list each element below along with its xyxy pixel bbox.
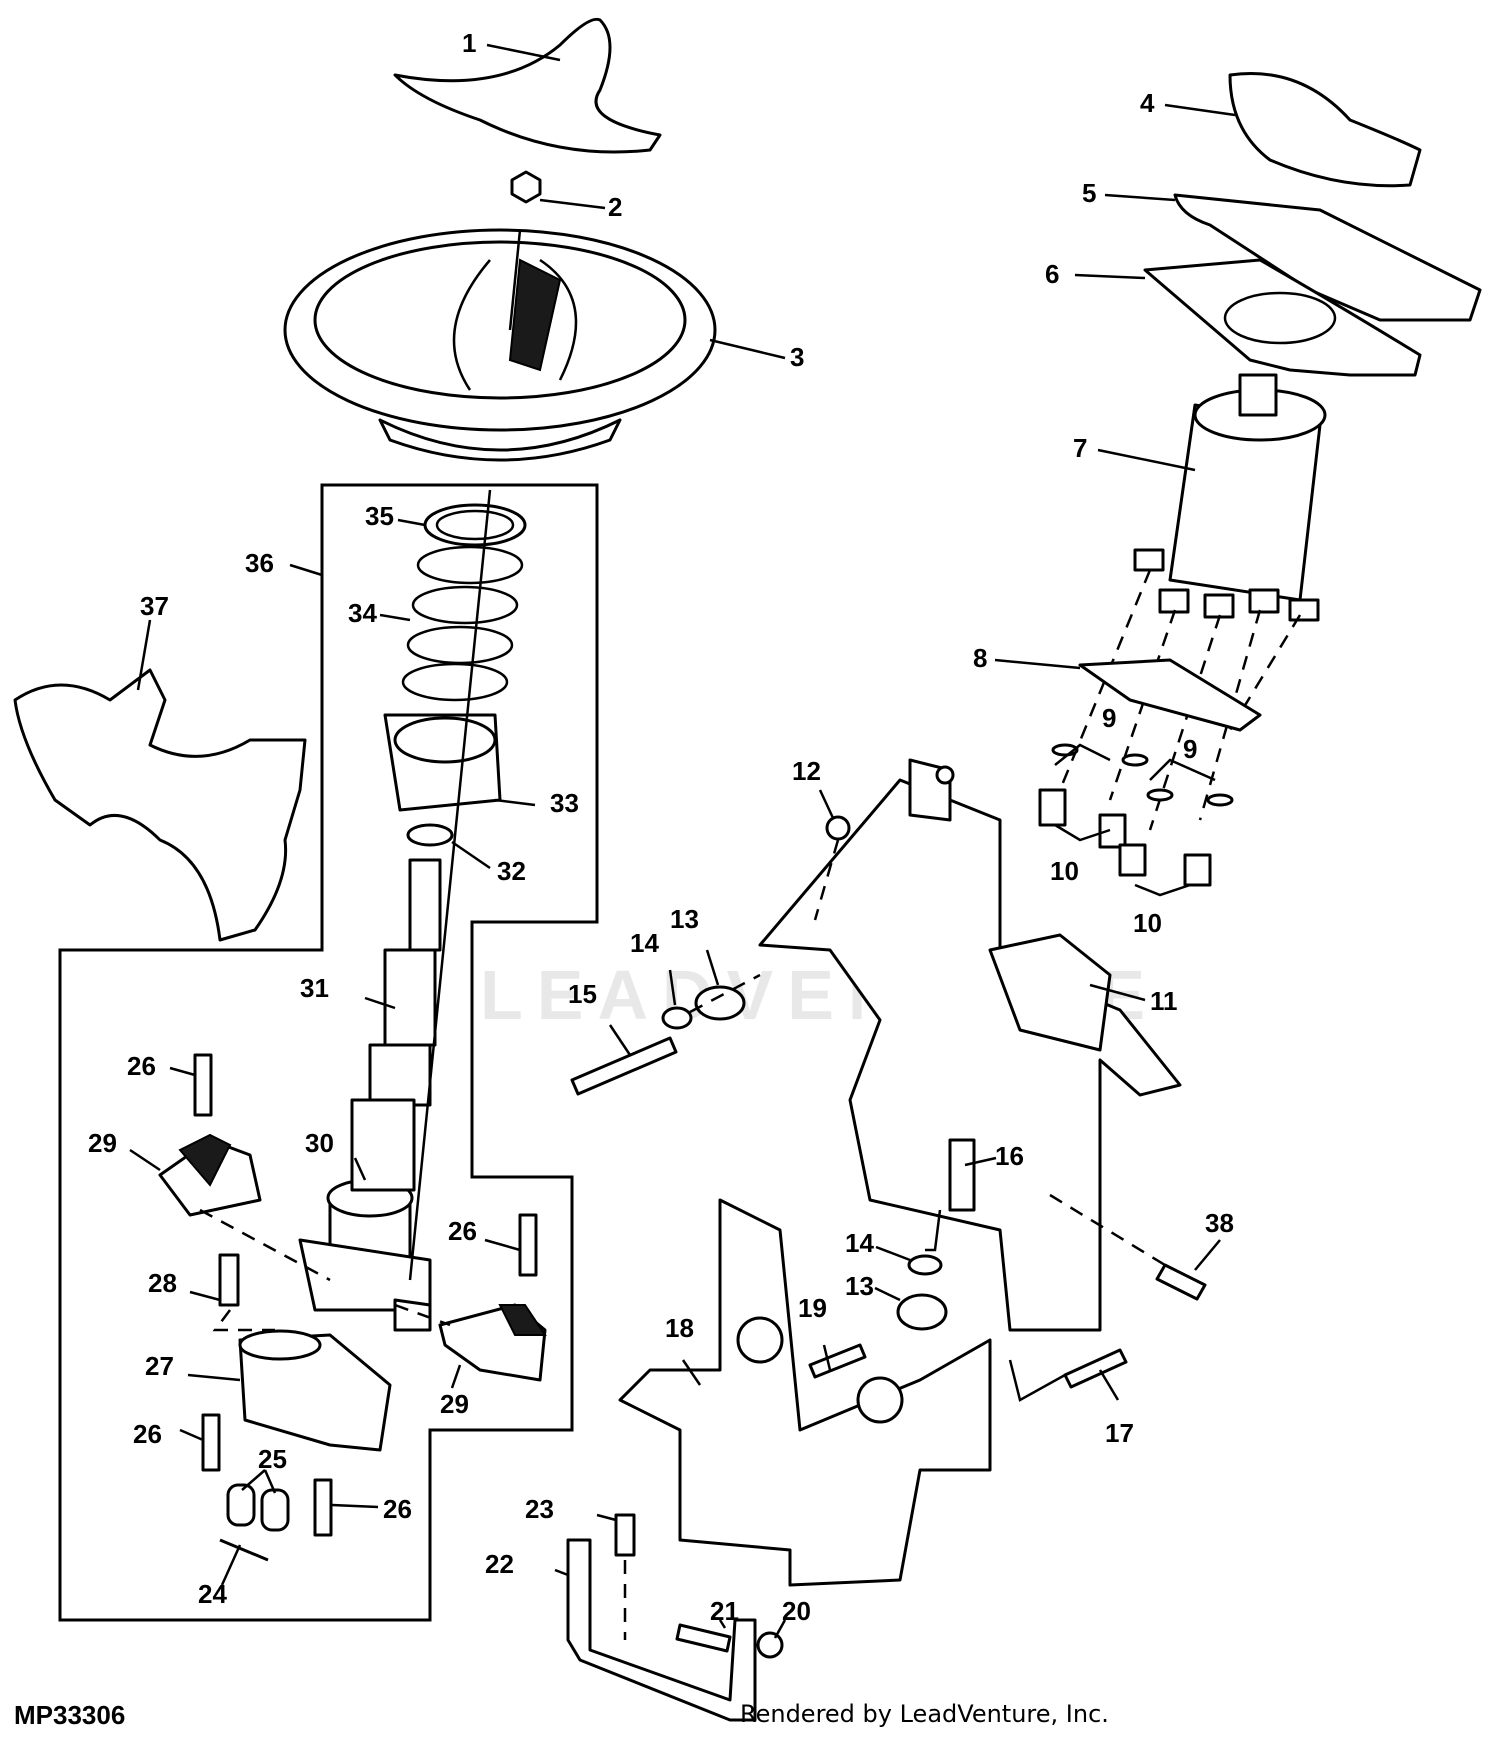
callout-29a: 29 [88, 1128, 117, 1158]
part-8-gasket-plate [1078, 658, 1262, 732]
callout-10b: 10 [1133, 908, 1162, 938]
part-12-nut [825, 815, 851, 841]
part-9-washers [1051, 743, 1234, 807]
callout-11: 11 [1150, 986, 1178, 1016]
callout-2: 2 [608, 192, 622, 222]
callout-29b: 29 [440, 1389, 469, 1419]
part-37-shroud [13, 668, 307, 942]
callout-9b: 9 [1183, 734, 1197, 764]
part-10-bolts [1038, 788, 1212, 887]
callout-26a: 26 [127, 1051, 156, 1081]
callout-5: 5 [1082, 178, 1096, 208]
callout-18: 18 [665, 1313, 694, 1343]
part-32-ring [406, 823, 454, 847]
part-7-steering-valve [1133, 373, 1327, 622]
part-24-pin [219, 1538, 269, 1562]
part-20-nut [756, 1631, 784, 1659]
callout-15: 15 [568, 979, 597, 1009]
part-30-column-housing [298, 1178, 432, 1332]
part-14-washer-lower [907, 1254, 943, 1276]
callout-25: 25 [258, 1444, 287, 1474]
part-4-console-cover [1228, 71, 1422, 188]
callout-13b: 13 [845, 1271, 874, 1301]
part-15-bolt [570, 1036, 678, 1096]
callout-14b: 14 [845, 1228, 874, 1258]
callout-19: 19 [798, 1293, 827, 1323]
callout-27: 27 [145, 1351, 174, 1381]
part-21-bolt [675, 1623, 732, 1653]
callout-3: 3 [790, 342, 804, 372]
part-27-bracket [238, 1329, 392, 1452]
callout-13a: 13 [670, 904, 699, 934]
part-34-spring [401, 545, 524, 702]
callout-4: 4 [1140, 88, 1155, 118]
callout-1: 1 [462, 28, 476, 58]
callout-9a: 9 [1102, 703, 1116, 733]
callout-21: 21 [710, 1596, 739, 1626]
part-19-bolt [808, 1343, 867, 1379]
part-28-bolt [218, 1253, 240, 1307]
part-18-lower-bracket [618, 1198, 992, 1587]
part-13-bushing-lower [896, 1293, 948, 1331]
part-14-washer-upper [661, 1006, 693, 1030]
part-29-clamp-right [438, 1303, 547, 1382]
callout-14a: 14 [630, 928, 659, 958]
callout-31: 31 [300, 973, 329, 1003]
figure-id: MP33306 [14, 1700, 126, 1730]
callout-6: 6 [1045, 259, 1059, 289]
part-31-shaft [350, 858, 442, 1192]
callout-28: 28 [148, 1268, 177, 1298]
part-26-bolt-3 [201, 1413, 221, 1472]
sub-assembly-outline [58, 483, 599, 1622]
callout-26c: 26 [133, 1419, 162, 1449]
part-26-bolt-2 [518, 1213, 538, 1277]
callout-12: 12 [792, 756, 821, 786]
part-33-bearing-housing [383, 713, 502, 812]
callout-30: 30 [305, 1128, 334, 1158]
callout-labels: 1 2 3 4 5 6 7 8 9 9 10 10 11 12 13 13 14… [88, 28, 1234, 1626]
part-3-steering-wheel [283, 228, 717, 462]
callout-23: 23 [525, 1494, 554, 1524]
part-2-nut [510, 170, 542, 204]
callout-37: 37 [140, 591, 169, 621]
callout-7: 7 [1073, 433, 1087, 463]
callout-32: 32 [497, 856, 526, 886]
callout-33: 33 [550, 788, 579, 818]
part-13-bushing-upper [694, 985, 746, 1021]
part-35-ring [423, 503, 527, 547]
callout-20: 20 [782, 1596, 811, 1626]
callout-8: 8 [973, 643, 987, 673]
credit-text: Rendered by LeadVenture, Inc. [740, 1700, 1109, 1728]
callout-36: 36 [245, 548, 274, 578]
callout-38: 38 [1205, 1208, 1234, 1238]
part-26-bolt-1 [193, 1053, 213, 1117]
leader-lines [129, 43, 1236, 1639]
part-23-bolt [614, 1513, 636, 1557]
callout-16: 16 [995, 1141, 1024, 1171]
part-16-bolt [948, 1138, 976, 1212]
callout-26d: 26 [383, 1494, 412, 1524]
part-29-clamp-left [158, 1133, 262, 1217]
part-5-bracket [1173, 193, 1482, 322]
callout-17: 17 [1105, 1418, 1134, 1448]
callout-24: 24 [198, 1579, 227, 1609]
part-38-bolt [1155, 1263, 1207, 1301]
part-6-plate [1143, 258, 1422, 377]
part-1-wheel-cap [393, 17, 662, 154]
part-22-bracket [566, 1538, 757, 1722]
callout-26b: 26 [448, 1216, 477, 1246]
callout-35: 35 [365, 501, 394, 531]
callout-10a: 10 [1050, 856, 1079, 886]
callout-34: 34 [348, 598, 377, 628]
part-25-switches [226, 1483, 290, 1532]
part-17-bolt [1063, 1348, 1128, 1389]
callout-22: 22 [485, 1549, 514, 1579]
part-11-support-bracket [758, 758, 1182, 1332]
part-26-bolt-4 [313, 1478, 333, 1537]
